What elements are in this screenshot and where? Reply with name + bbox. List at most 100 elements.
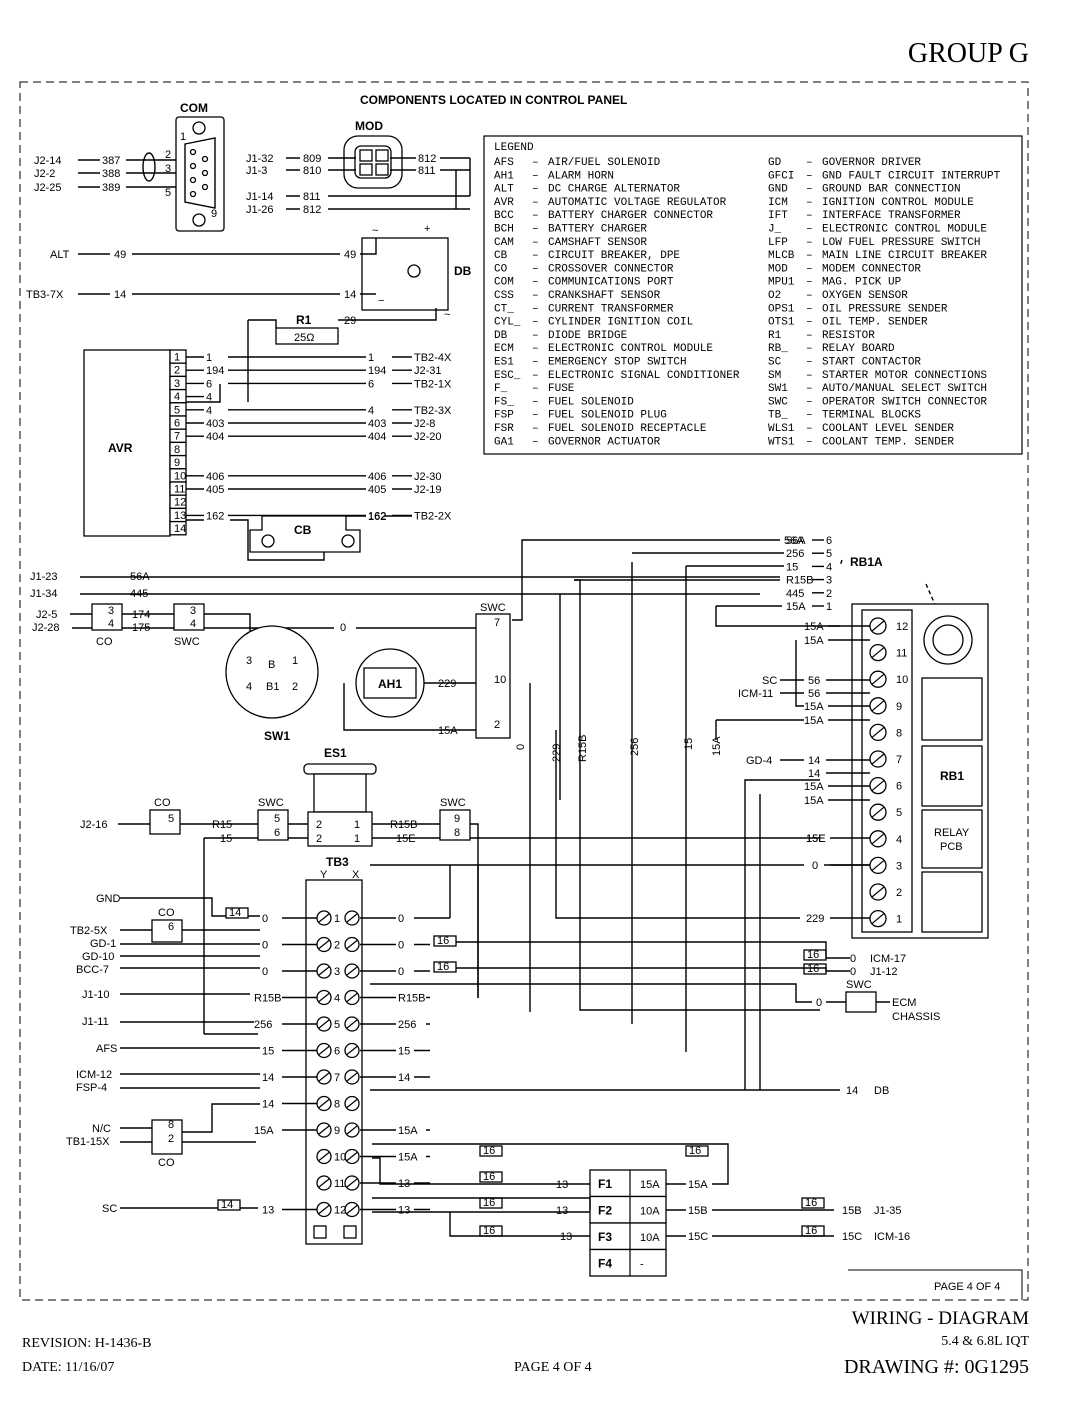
svg-text:5: 5	[274, 813, 280, 825]
avr-wire-number-end: 4	[368, 405, 374, 417]
wire	[78, 238, 377, 255]
svg-text:R15B: R15B	[390, 819, 418, 831]
legend-desc: CURRENT TRANSFORMER	[548, 303, 674, 315]
fuse-id: F4	[598, 1257, 612, 1271]
svg-text:2: 2	[316, 833, 322, 845]
svg-text:16: 16	[483, 1171, 495, 1183]
avr-pin: 6	[174, 418, 180, 430]
legend-dash: –	[806, 317, 813, 329]
svg-text:15: 15	[683, 738, 695, 750]
legend-desc: GND FAULT CIRCUIT INTERRUPT	[822, 170, 1001, 182]
legend-desc: DIODE BRIDGE	[548, 330, 628, 342]
svg-text:J2-5: J2-5	[36, 609, 57, 621]
svg-text:5: 5	[165, 187, 171, 199]
legend-abbr: MLCB	[768, 250, 795, 262]
tb3-source-label: BCC-7	[76, 964, 109, 976]
legend-desc: FUEL SOLENOID RECEPTACLE	[548, 423, 707, 435]
rb1-screw-slot	[871, 647, 885, 659]
legend-desc: OIL TEMP. SENDER	[822, 317, 928, 329]
group-label: GROUP G	[907, 38, 1029, 69]
legend-dash: –	[532, 224, 539, 236]
drawing-title: WIRING - DIAGRAM	[851, 1308, 1029, 1329]
tb3-slot	[346, 966, 358, 976]
tb3-slot	[318, 993, 330, 1002]
mod-wire-number: 809	[303, 153, 321, 165]
tb3-left-wire: 15A	[254, 1125, 274, 1137]
tb3-terminal-number: 11	[334, 1178, 345, 1190]
rb1-screw-slot	[871, 620, 885, 632]
alt-wire-end: 49	[344, 249, 356, 261]
legend-dash: –	[806, 237, 813, 249]
svg-text:56A: 56A	[784, 535, 804, 547]
rb1-terminal-number: 4	[896, 834, 902, 846]
legend-dash: –	[806, 383, 813, 395]
avr-wire-dest: J2-30	[414, 471, 442, 483]
avr-pin: 2	[174, 365, 180, 377]
legend-dash: –	[806, 224, 813, 236]
legend-dash: –	[806, 423, 813, 435]
legend-abbr: AVR	[494, 197, 514, 209]
tb3-col-x: X	[352, 869, 360, 881]
svg-text:16: 16	[805, 1225, 817, 1237]
legend-abbr: CYL_	[494, 317, 521, 329]
legend-dash: –	[532, 343, 539, 355]
mod-label: MOD	[355, 119, 383, 133]
panel-border	[19, 81, 1029, 1301]
wire	[120, 1103, 260, 1143]
avr-terminal	[169, 520, 187, 536]
legend-desc: CRANKSHAFT SENSOR	[548, 290, 661, 302]
rb1a-wire: 445	[786, 588, 804, 600]
legend-desc: OPERATOR SWITCH CONNECTOR	[822, 396, 987, 408]
legend-dash: –	[532, 410, 539, 422]
rb1-wire-source: ICM-11	[738, 688, 773, 700]
model-label: 5.4 & 6.8L IQT	[941, 1334, 1029, 1349]
svg-text:−: −	[378, 295, 384, 307]
avr-wire-dest: J2-19	[414, 484, 442, 496]
tb3-source-label: GD-10	[82, 951, 114, 963]
legend-desc: COOLANT TEMP. SENDER	[822, 436, 954, 448]
rb1-terminal-number: 7	[896, 754, 902, 766]
svg-text:15B: 15B	[688, 1205, 708, 1217]
es1-label: ES1	[324, 746, 347, 760]
avr-wire-number: 404	[206, 431, 224, 443]
legend-desc: MODEM CONNECTOR	[822, 263, 921, 275]
svg-text:J1-23: J1-23	[30, 571, 58, 583]
avr-pin: 9	[174, 457, 180, 469]
tb3-source-label: GD-1	[90, 938, 116, 950]
svg-text:16: 16	[807, 949, 819, 961]
legend-dash: –	[532, 383, 539, 395]
fuse-id: F2	[598, 1204, 612, 1218]
rb1-wire-number: 15A	[804, 781, 824, 793]
rb1-terminal-number: 12	[896, 621, 908, 633]
svg-text:56A: 56A	[130, 571, 150, 583]
legend-dash: –	[806, 157, 813, 169]
legend-dash: –	[806, 197, 813, 209]
svg-text:175: 175	[132, 622, 150, 634]
avr-wire-number: 4	[206, 392, 212, 404]
legend-desc: DC CHARGE ALTERNATOR	[548, 184, 680, 196]
tb3-terminal-number: 3	[334, 966, 340, 978]
legend-dash: –	[532, 197, 539, 209]
legend-dash: –	[532, 423, 539, 435]
fuse-id: F3	[598, 1230, 612, 1244]
tb3-slot	[346, 993, 358, 1002]
tb3-slot	[346, 1125, 358, 1135]
svg-text:15A: 15A	[711, 736, 723, 756]
co-plug-top: 34 CO	[91, 603, 123, 648]
swc-label-1: SWC	[174, 636, 200, 648]
svg-text:4: 4	[190, 618, 196, 630]
avr-wire-number: 194	[206, 365, 224, 377]
legend-desc: MAG. PICK UP	[822, 277, 902, 289]
tb3-source-label: SC	[102, 1203, 117, 1215]
legend-abbr: ESC_	[494, 370, 521, 382]
tb3-slot	[318, 1152, 330, 1161]
rb1a-pin: 4	[826, 561, 832, 573]
svg-text:256: 256	[629, 738, 641, 756]
wire	[477, 640, 804, 998]
wire	[120, 993, 260, 1089]
avr-pin: 13	[174, 510, 186, 522]
legend-abbr: AFS	[494, 157, 514, 169]
legend-dash: –	[806, 396, 813, 408]
